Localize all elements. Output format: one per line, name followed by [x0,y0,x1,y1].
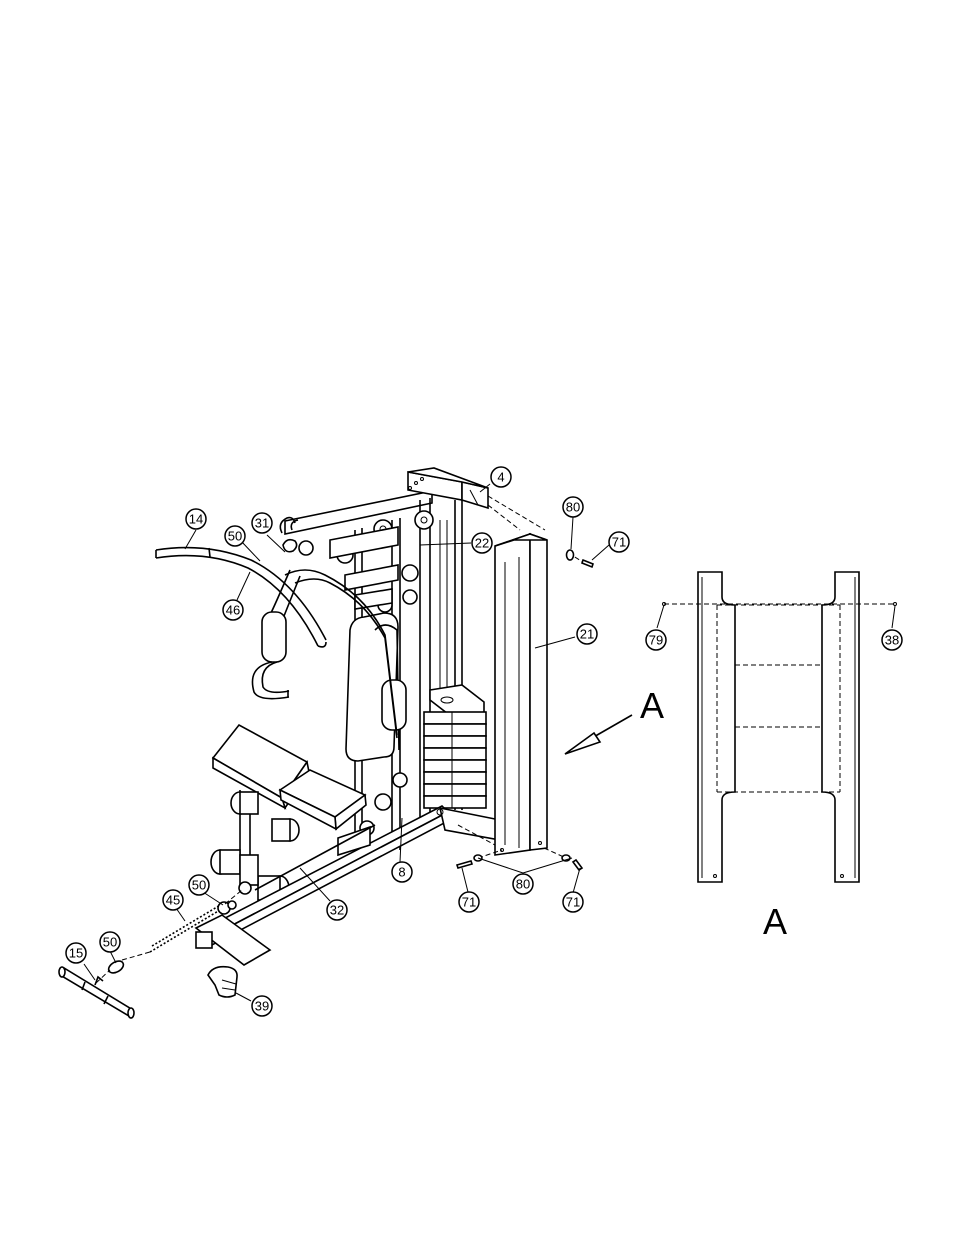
view-arrow-label: A [640,685,664,726]
svg-text:71: 71 [462,895,476,910]
callout-46: 46 [222,599,244,621]
svg-text:45: 45 [166,893,180,908]
svg-text:14: 14 [189,512,203,527]
svg-text:32: 32 [330,903,344,918]
callout-50-upper: 50 [224,525,246,547]
detail-view-label: A [763,901,787,942]
svg-text:50: 50 [103,935,117,950]
hardware [455,549,594,872]
svg-text:80: 80 [516,877,530,892]
svg-text:79: 79 [649,633,663,648]
top-beam [279,467,489,535]
svg-text:50: 50 [192,878,206,893]
callout-32: 32 [326,899,348,921]
leader-lines [83,483,896,1002]
ankle-strap [207,965,238,998]
callout-50-lower: 50 [99,931,121,953]
callout-14: 14 [185,508,207,530]
seat-pad [278,769,367,831]
svg-text:50: 50 [228,529,242,544]
low-pulley-cable [149,881,252,953]
stack-shroud [494,532,548,856]
callout-50-middle: 50 [188,874,210,896]
svg-text:31: 31 [255,516,269,531]
press-arms [251,538,398,739]
callout-15: 15 [65,942,87,964]
svg-text:38: 38 [885,633,899,648]
lat-pulldown-bar [155,546,327,648]
callout-71-top: 71 [608,531,630,553]
svg-text:4: 4 [497,470,504,485]
svg-text:8: 8 [398,865,405,880]
view-arrow [564,714,633,755]
svg-text:15: 15 [69,946,83,961]
svg-text:39: 39 [255,999,269,1014]
callout-22: 22 [471,532,493,554]
callout-71-lower-left: 71 [458,891,480,913]
svg-text:71: 71 [566,895,580,910]
callout-38: 38 [881,629,903,651]
home-gym-machine [58,467,633,1019]
detail-view-a [662,571,897,883]
svg-text:46: 46 [226,603,240,618]
callout-80-top: 80 [562,496,584,518]
callout-79: 79 [645,629,667,651]
callout-4: 4 [490,466,512,488]
callout-31: 31 [251,512,273,534]
snap-hook [107,960,125,974]
callout-21: 21 [576,623,598,645]
base-frame [194,805,501,966]
callout-39: 39 [251,995,273,1017]
short-bar [58,966,135,1019]
svg-text:71: 71 [612,535,626,550]
svg-text:80: 80 [566,500,580,515]
weight-stack [423,684,487,809]
svg-text:21: 21 [580,627,594,642]
callout-80-lower: 80 [512,873,534,895]
callout-71-lower-right: 71 [562,891,584,913]
seat-back-pad [345,612,407,762]
callout-8: 8 [391,861,413,883]
svg-text:22: 22 [475,536,489,551]
callout-45: 45 [162,889,184,911]
